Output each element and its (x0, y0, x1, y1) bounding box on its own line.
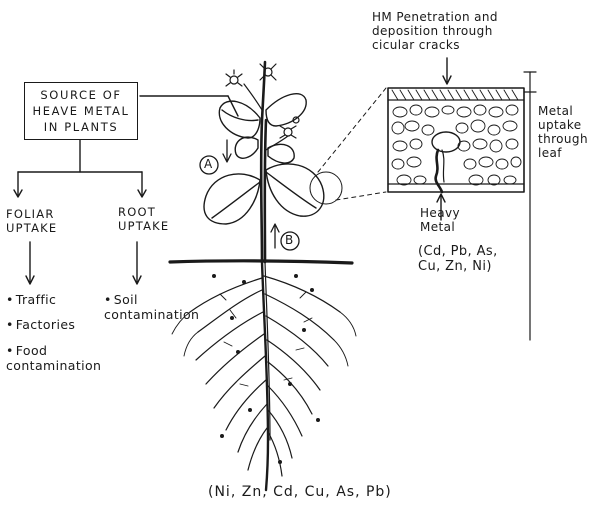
soil-dots (212, 274, 320, 464)
heavy-metal-arrow (436, 193, 446, 221)
root-metals-list: (Ni, Zn, Cd, Cu, As, Pb) (208, 484, 392, 500)
root-sources-list: Soil contamination (104, 292, 199, 323)
foliar-label-line: UPTAKE (6, 220, 58, 235)
foliar-uptake-label: FOLIAR UPTAKE (6, 207, 58, 235)
root-label-line: ROOT (118, 205, 156, 219)
metal-uptake-leaf-label: Metal uptake through leaf (538, 104, 588, 161)
source-box-line: IN PLANTS (43, 120, 119, 134)
flowers (225, 63, 300, 151)
leaf-block-bracket (523, 71, 537, 341)
leaves (203, 92, 325, 225)
source-tree-connectors (13, 95, 239, 198)
foliar-source-item: Factories (6, 317, 101, 332)
leaf-zoom-callout (309, 87, 387, 205)
marker-circles (199, 155, 300, 251)
main-stem (259, 60, 268, 264)
root-source-item: Soil contamination (104, 292, 199, 323)
marker-b: B (285, 233, 294, 247)
foliar-label-line: FOLIAR (6, 207, 55, 221)
penetration-arrow (442, 57, 452, 85)
uptake-down-arrows (25, 241, 142, 285)
root-label-line: UPTAKE (118, 218, 170, 233)
heavy-metal-label: Heavy Metal (420, 206, 460, 235)
root-uptake-label: ROOT UPTAKE (118, 205, 170, 233)
foliar-source-item: Traffic (6, 292, 101, 307)
leaf-metals-list: (Cd, Pb, As, Cu, Zn, Ni) (418, 244, 498, 275)
foliar-sources-list: Traffic Factories Food contamination (6, 292, 101, 373)
source-box-line: SOURCE OF (40, 88, 122, 102)
roots (171, 260, 357, 492)
leaf-cross-section (387, 87, 525, 194)
source-box: SOURCE OF HEAVE METAL IN PLANTS (24, 82, 138, 140)
foliar-source-item: Food contamination (6, 343, 101, 374)
marker-a: A (204, 157, 213, 171)
marker-arrows (222, 139, 280, 249)
hm-penetration-label: HM Penetration and deposition through ci… (372, 10, 498, 53)
source-box-line: HEAVE METAL (32, 104, 130, 118)
